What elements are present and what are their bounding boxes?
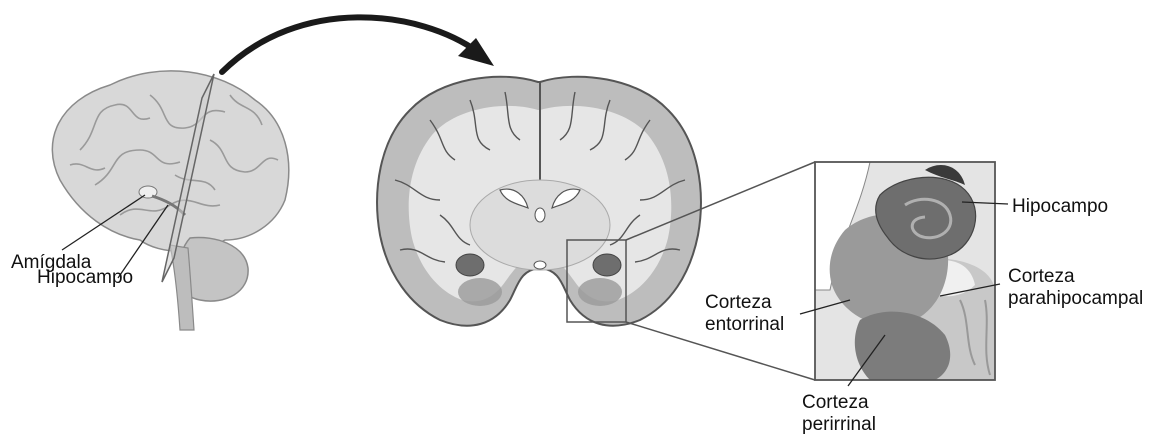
parahippocampal-label-line2: parahipocampal xyxy=(1008,288,1143,309)
lateral-brain xyxy=(52,71,288,330)
coronal-section xyxy=(377,77,701,326)
parahippocampal-label-line1: Corteza xyxy=(1008,266,1075,287)
inset-enlargement xyxy=(815,162,995,380)
perirhinal-label-line2: perirrinal xyxy=(802,414,876,435)
hippocampus-left-label: Hipocampo xyxy=(37,267,133,288)
curved-arrow xyxy=(222,17,494,72)
entorhinal-label-line2: entorrinal xyxy=(705,314,784,335)
perirhinal-label-line1: Corteza xyxy=(802,392,869,413)
hippocampus-right-label: Hipocampo xyxy=(1012,196,1108,217)
entorhinal-label-line1: Corteza xyxy=(705,292,772,313)
